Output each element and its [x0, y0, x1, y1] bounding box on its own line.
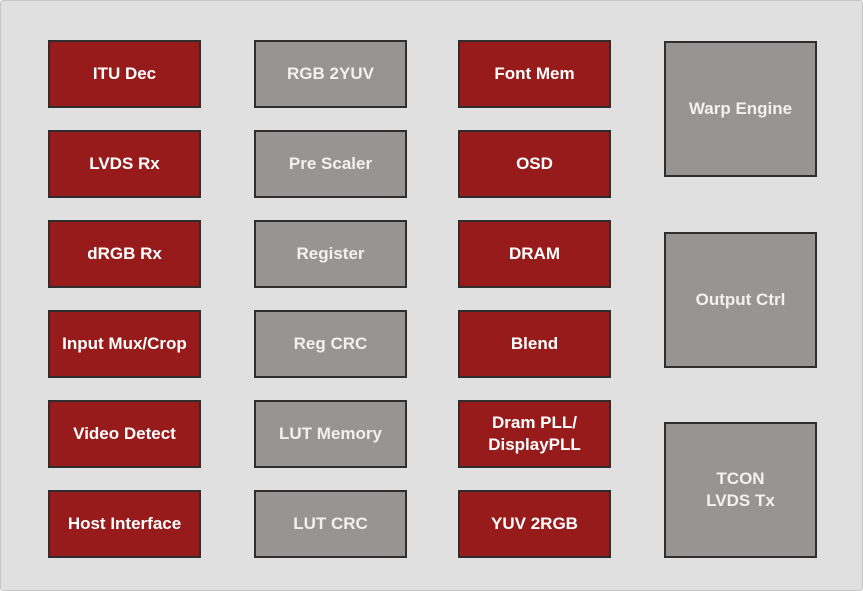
block-lut-crc: LUT CRC [254, 490, 407, 558]
block-lut-memory: LUT Memory [254, 400, 407, 468]
block-input-mux-crop: Input Mux/Crop [48, 310, 201, 378]
block-label: LUT Memory [279, 424, 382, 443]
block-label: RGB 2YUV [287, 64, 374, 83]
block-host-interface: Host Interface [48, 490, 201, 558]
block-label: YUV 2RGB [491, 514, 578, 533]
block-itu-dec: ITU Dec [48, 40, 201, 108]
block-tcon-lvds-tx: TCON LVDS Tx [664, 422, 817, 558]
block-blend: Blend [458, 310, 611, 378]
block-yuv-2rgb: YUV 2RGB [458, 490, 611, 558]
block-label: dRGB Rx [87, 244, 162, 263]
column-input-blocks: ITU Dec LVDS Rx dRGB Rx Input Mux/Crop V… [48, 40, 201, 558]
block-label: LUT CRC [293, 514, 368, 533]
block-dram: DRAM [458, 220, 611, 288]
block-label: LVDS Rx [89, 154, 160, 173]
block-label: Register [296, 244, 365, 263]
block-label: Dram PLL/ DisplayPLL [488, 413, 581, 454]
block-osd: OSD [458, 130, 611, 198]
block-label: ITU Dec [92, 64, 157, 83]
column-processing-blocks: RGB 2YUV Pre Scaler Register Reg CRC LUT… [254, 40, 407, 558]
block-rgb-2yuv: RGB 2YUV [254, 40, 407, 108]
block-register: Register [254, 220, 407, 288]
block-label: DRAM [509, 244, 560, 263]
block-label: Host Interface [67, 514, 182, 533]
block-label: Pre Scaler [288, 154, 373, 173]
block-reg-crc: Reg CRC [254, 310, 407, 378]
block-label: Font Mem [494, 64, 575, 83]
block-label: Output Ctrl [695, 289, 786, 309]
block-font-mem: Font Mem [458, 40, 611, 108]
block-label: Input Mux/Crop [62, 334, 187, 353]
block-label: Warp Engine [688, 99, 793, 118]
block-pre-scaler: Pre Scaler [254, 130, 407, 198]
column-output-blocks: Warp Engine Output Ctrl TCON LVDS Tx [664, 41, 817, 558]
block-warp-engine: Warp Engine [664, 41, 817, 177]
block-label: TCON LVDS Tx [706, 469, 775, 510]
block-label: Video Detect [73, 424, 176, 443]
block-label: Blend [510, 334, 559, 353]
block-video-detect: Video Detect [48, 400, 201, 468]
block-lvds-rx: LVDS Rx [48, 130, 201, 198]
block-drgb-rx: dRGB Rx [48, 220, 201, 288]
block-label: Reg CRC [293, 334, 368, 353]
block-label: OSD [516, 154, 553, 173]
block-dram-pll-display-pll: Dram PLL/ DisplayPLL [458, 400, 611, 468]
column-memory-blocks: Font Mem OSD DRAM Blend Dram PLL/ Displa… [458, 40, 611, 558]
block-output-ctrl: Output Ctrl [664, 231, 817, 368]
